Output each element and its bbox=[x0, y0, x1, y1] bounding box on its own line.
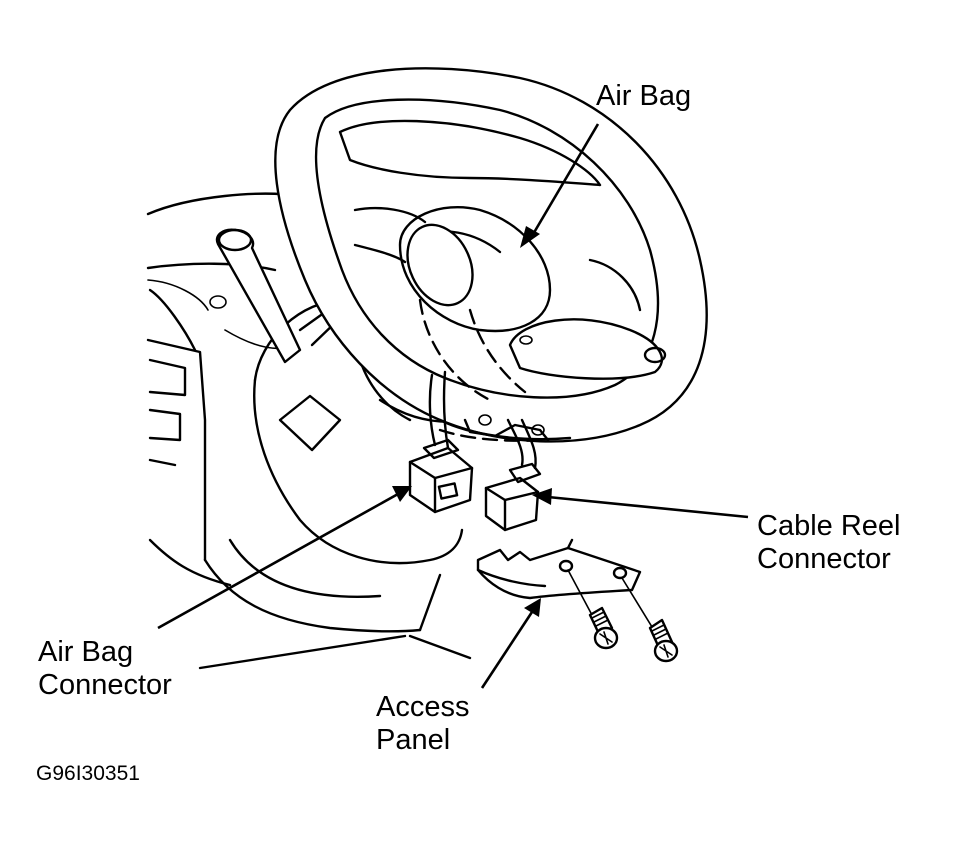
air-bag-connector-leader bbox=[157, 492, 399, 630]
air-bag-connector-label-line1: Air Bag bbox=[38, 636, 134, 668]
cable-reel-label-line2: Connector bbox=[757, 543, 891, 575]
access-panel-arrowhead bbox=[524, 598, 541, 617]
access-panel-label-line1: Access bbox=[376, 691, 470, 723]
cable-reel-arrowhead bbox=[532, 488, 552, 505]
air-bag-label: Air Bag bbox=[596, 80, 691, 113]
access-panel-label: Access Panel bbox=[376, 691, 469, 757]
column-bottom-plate bbox=[463, 414, 550, 442]
air-bag-connector-label: Air Bag Connector bbox=[38, 636, 172, 702]
cable-reel-connector bbox=[484, 418, 542, 532]
leader-arrows bbox=[157, 123, 749, 689]
air-bag-leader bbox=[530, 123, 600, 237]
access-panel-label-line2: Panel bbox=[376, 724, 451, 756]
air-bag-label-text: Air Bag bbox=[596, 80, 692, 112]
access-panel-screws bbox=[567, 569, 679, 663]
cable-reel-connector-label: Cable Reel Connector bbox=[757, 510, 900, 576]
cable-reel-leader bbox=[547, 495, 749, 519]
air-bag-arrowhead bbox=[520, 226, 540, 248]
steering-wheel bbox=[274, 67, 708, 443]
access-panel-leader bbox=[480, 611, 534, 689]
air-bag-connector bbox=[408, 370, 474, 514]
air-bag-connector-arrowhead bbox=[392, 486, 412, 502]
cable-reel-label-line1: Cable Reel bbox=[757, 510, 901, 542]
figure-code: G96I30351 bbox=[36, 762, 140, 785]
air-bag-connector-label-line2: Connector bbox=[38, 669, 172, 701]
dashboard-outline bbox=[146, 192, 472, 670]
access-panel bbox=[476, 538, 642, 600]
